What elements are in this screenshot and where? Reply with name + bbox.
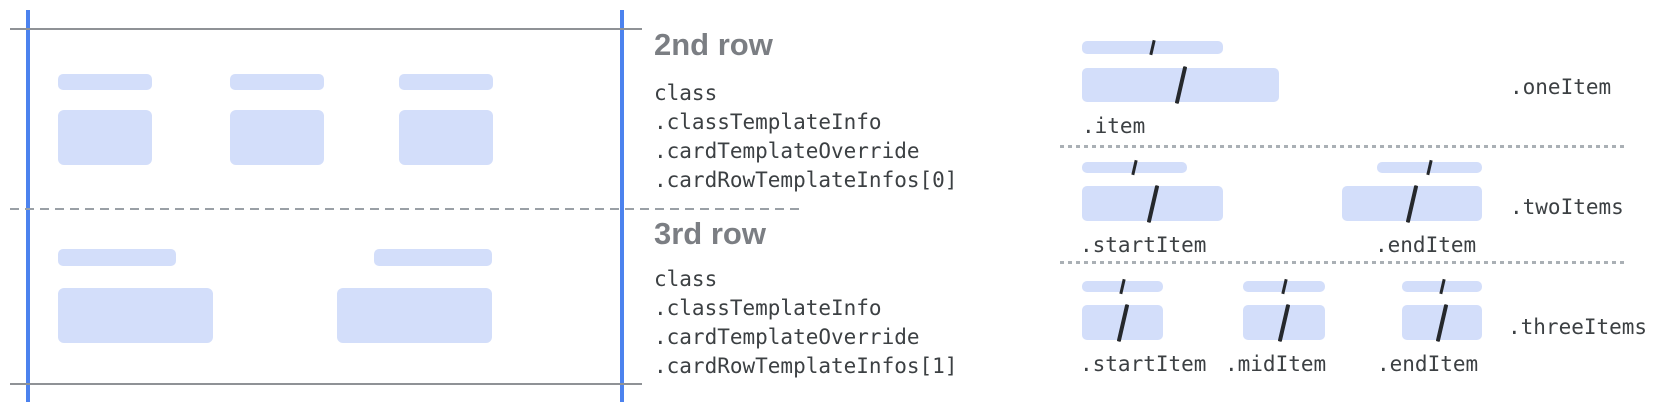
- value-bar-skeleton: [337, 288, 492, 343]
- card-top-edge-guide: [10, 28, 642, 30]
- second-row-title: 2nd row: [654, 27, 773, 62]
- start-item-value-bar: [1082, 303, 1163, 342]
- section-separator-dotted-line: [1060, 261, 1628, 264]
- start-item-label-bar: [1082, 159, 1187, 176]
- code-line: .cardTemplateOverride: [654, 325, 920, 349]
- third-row-class-path: class .classTemplateInfo .cardTemplateOv…: [654, 265, 957, 381]
- value-bar-skeleton: [58, 288, 213, 343]
- item-field-label: .item: [1082, 114, 1146, 138]
- slash-placeholder-icon: [1119, 278, 1126, 295]
- label-bar-skeleton: [399, 74, 493, 90]
- code-line: .cardTemplateOverride: [654, 139, 920, 163]
- start-item-field-label: .startItem: [1080, 233, 1207, 257]
- slash-placeholder-icon: [1174, 66, 1187, 104]
- slash-placeholder-icon: [1277, 303, 1291, 342]
- end-item-value-bar: [1342, 184, 1482, 223]
- end-item-field-label: .endItem: [1377, 352, 1479, 376]
- slash-placeholder-icon: [1435, 303, 1449, 342]
- second-row-class-path: class .classTemplateInfo .cardTemplateOv…: [654, 79, 957, 195]
- slash-placeholder-icon: [1146, 184, 1159, 223]
- item-value-bar: [1082, 66, 1279, 104]
- card-right-edge-guide: [620, 10, 624, 402]
- slash-placeholder-icon: [1131, 159, 1138, 176]
- label-bar-skeleton: [230, 74, 324, 90]
- mid-item-label-bar: [1243, 278, 1325, 295]
- end-item-value-bar: [1402, 303, 1482, 342]
- card-left-edge-guide: [26, 10, 30, 402]
- item-label-bar: [1082, 39, 1223, 56]
- slash-placeholder-icon: [1426, 159, 1433, 176]
- slash-placeholder-icon: [1405, 184, 1419, 223]
- third-row-title: 3rd row: [654, 216, 766, 251]
- start-item-field-label: .startItem: [1080, 352, 1207, 376]
- mid-item-field-label: .midItem: [1225, 352, 1327, 376]
- slash-placeholder-icon: [1116, 303, 1129, 342]
- section-separator-dotted-line: [1060, 145, 1628, 148]
- slash-placeholder-icon: [1439, 278, 1445, 295]
- card-bottom-edge-guide: [10, 383, 642, 385]
- end-item-label-bar: [1377, 159, 1482, 176]
- label-bar-skeleton: [58, 74, 152, 90]
- slash-placeholder-icon: [1149, 39, 1156, 56]
- two-items-section-label: .twoItems: [1510, 195, 1624, 219]
- three-items-section-label: .threeItems: [1508, 315, 1648, 339]
- value-bar-skeleton: [58, 110, 152, 165]
- code-line: .classTemplateInfo: [654, 110, 882, 134]
- code-line: class: [654, 267, 718, 291]
- label-bar-skeleton: [374, 249, 492, 266]
- row-divider-dashed-line: [10, 208, 803, 210]
- code-line: .classTemplateInfo: [654, 296, 882, 320]
- mid-item-value-bar: [1243, 303, 1325, 342]
- one-item-section-label: .oneItem: [1510, 75, 1612, 99]
- value-bar-skeleton: [399, 110, 493, 165]
- slash-placeholder-icon: [1281, 278, 1287, 295]
- code-line: class: [654, 81, 718, 105]
- end-item-field-label: .endItem: [1375, 233, 1477, 257]
- start-item-label-bar: [1082, 278, 1163, 295]
- code-line: .cardRowTemplateInfos[1]: [654, 354, 958, 378]
- code-line: .cardRowTemplateInfos[0]: [654, 168, 958, 192]
- value-bar-skeleton: [230, 110, 324, 165]
- end-item-label-bar: [1402, 278, 1482, 295]
- start-item-value-bar: [1082, 184, 1223, 223]
- label-bar-skeleton: [58, 249, 176, 266]
